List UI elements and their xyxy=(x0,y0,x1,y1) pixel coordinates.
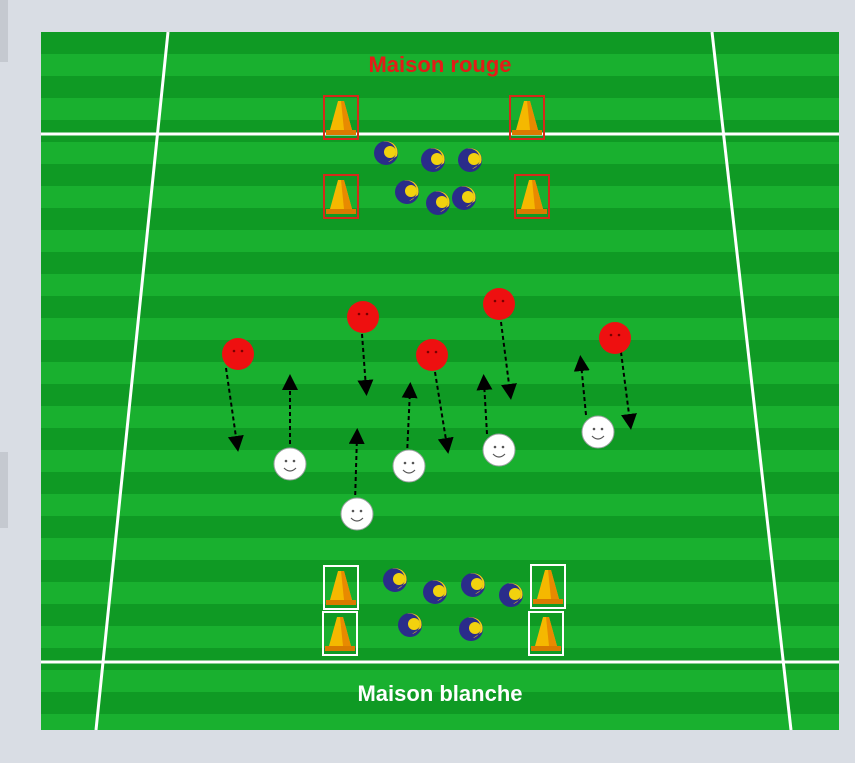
red-player-icon xyxy=(599,322,631,354)
volleyball-icon xyxy=(374,141,398,165)
volleyball-icon xyxy=(395,180,419,204)
volleyball-icon xyxy=(383,568,407,592)
field-drawing xyxy=(41,32,839,730)
left-edge-tab-bottom xyxy=(0,452,8,528)
red-player-icon xyxy=(416,339,448,371)
dashed-arrow-icon xyxy=(620,351,637,430)
playing-field: Maison rouge Maison blanche xyxy=(41,32,839,730)
volleyball-icon xyxy=(458,148,482,172)
cone-icon xyxy=(322,611,358,656)
white-player-smiley-icon xyxy=(340,497,374,531)
red-player-icon xyxy=(347,301,379,333)
cone-icon xyxy=(509,95,545,140)
white-player-smiley-icon xyxy=(581,415,615,449)
white-player-smiley-icon xyxy=(482,433,516,467)
cone-icon xyxy=(323,95,359,140)
white-player-smiley-icon xyxy=(392,449,426,483)
red-player-icon xyxy=(483,288,515,320)
left-edge-tab-top xyxy=(0,0,8,62)
cone-icon xyxy=(530,564,566,609)
volleyball-icon xyxy=(426,191,450,215)
volleyball-icon xyxy=(423,580,447,604)
dashed-arrow-icon xyxy=(476,374,493,435)
dashed-arrow-icon xyxy=(573,355,590,416)
volleyball-icon xyxy=(499,583,523,607)
dashed-arrow-icon xyxy=(401,382,418,456)
cone-icon xyxy=(323,565,359,610)
dashed-arrow-icon xyxy=(500,321,517,400)
red-player-icon xyxy=(222,338,254,370)
dashed-arrow-icon xyxy=(225,367,244,452)
cone-icon xyxy=(514,174,550,219)
volleyball-icon xyxy=(461,573,485,597)
white-house-label: Maison blanche xyxy=(357,681,523,706)
left-side-line xyxy=(94,32,170,730)
volleyball-icon xyxy=(452,186,476,210)
volleyball-icon xyxy=(398,613,422,637)
red-house-label: Maison rouge xyxy=(368,52,512,77)
volleyball-icon xyxy=(421,148,445,172)
white-player-smiley-icon xyxy=(273,447,307,481)
dashed-arrow-icon xyxy=(434,371,454,454)
right-side-line xyxy=(710,32,793,730)
volleyball-icon xyxy=(459,617,483,641)
cone-icon xyxy=(528,611,564,656)
cone-icon xyxy=(323,174,359,219)
dashed-arrow-icon xyxy=(357,333,374,396)
